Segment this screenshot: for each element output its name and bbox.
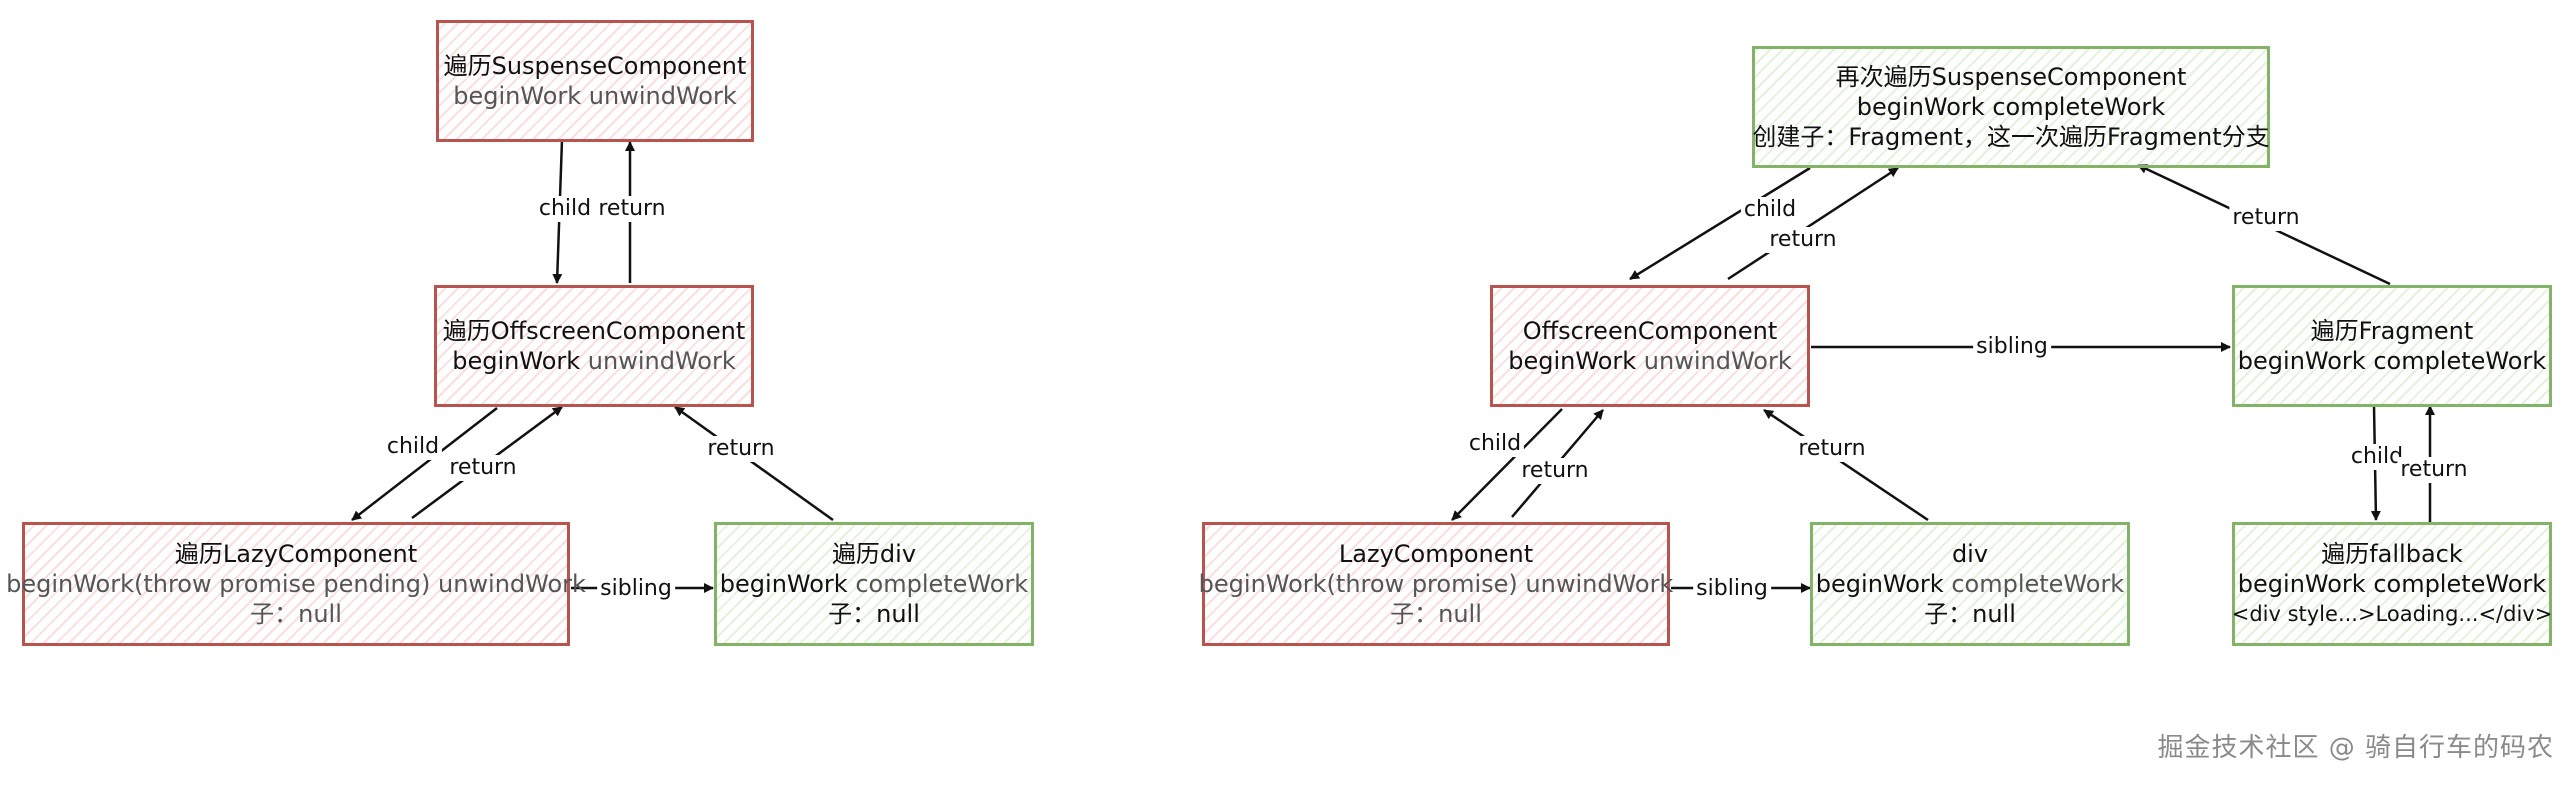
node-child: 子：null <box>250 600 342 628</box>
edge-label-sibling: sibling <box>1693 576 1771 602</box>
node-phases: beginWork unwindWork <box>452 346 735 376</box>
edge-label-return: return <box>1795 436 1869 462</box>
node-title: OffscreenComponent <box>1522 317 1778 345</box>
node-title: LazyComponent <box>1338 540 1534 568</box>
node-right-fragment: 遍历Fragment beginWork completeWork <box>2232 285 2552 407</box>
node-right-div: div beginWork completeWork 子：null <box>1810 522 2130 646</box>
phase-begin: beginWork <box>1508 347 1637 375</box>
node-title: div <box>1951 540 1989 568</box>
node-title: 遍历LazyComponent <box>174 540 418 568</box>
edge-label-child: child <box>383 434 443 460</box>
node-phases: beginWork completeWork <box>1856 93 2166 121</box>
node-child: 子：null <box>1390 600 1482 628</box>
edge-right-child-offscreen-lazy <box>1451 408 1563 521</box>
edge-right-child-suspense-offscreen <box>1629 166 1811 281</box>
edge-label-return: return <box>1518 458 1592 484</box>
edge-right-return-div-offscreen <box>1763 408 1929 522</box>
edge-label-child: child <box>535 196 595 222</box>
node-phases: beginWork completeWork <box>2237 570 2547 598</box>
node-title: 遍历fallback <box>2321 540 2463 568</box>
node-child: 创建子：Fragment，这一次遍历Fragment分支 <box>1752 123 2270 151</box>
node-title: 再次遍历SuspenseComponent <box>1835 63 2187 91</box>
edge-label-sibling: sibling <box>597 576 675 602</box>
node-left-div: 遍历div beginWork completeWork 子：null <box>714 522 1034 646</box>
edge-label-return: return <box>595 196 669 222</box>
edge-label-child: child <box>1465 431 1525 457</box>
phase-begin: beginWork <box>1815 570 1944 598</box>
phase-unwind: unwindWork <box>587 347 736 375</box>
node-right-offscreen: OffscreenComponent beginWork unwindWork <box>1490 285 1810 407</box>
node-right-suspense: 再次遍历SuspenseComponent beginWork complete… <box>1752 46 2270 168</box>
node-phases: beginWork(throw promise pending) unwindW… <box>6 570 586 598</box>
edge-left-return-div-offscreen <box>674 405 834 522</box>
node-left-suspense: 遍历SuspenseComponent beginWork unwindWork <box>436 20 754 142</box>
phase-complete: completeWork <box>1951 570 2125 598</box>
node-phases: beginWork completeWork <box>2237 347 2547 375</box>
edge-label-return: return <box>2229 205 2303 231</box>
phase-unwind: unwindWork <box>1643 347 1792 375</box>
phase-complete: completeWork <box>855 570 1029 598</box>
node-title: 遍历div <box>831 540 917 568</box>
node-right-lazy: LazyComponent beginWork(throw promise) u… <box>1199 522 1673 646</box>
edge-label-child: child <box>2347 444 2407 470</box>
edge-label-child: child <box>1740 197 1800 223</box>
node-phases: beginWork completeWork <box>720 569 1028 599</box>
node-left-offscreen: 遍历OffscreenComponent beginWork unwindWor… <box>434 285 754 407</box>
node-child: 子：null <box>828 600 920 628</box>
edge-label-sibling: sibling <box>1973 334 2051 360</box>
node-left-lazy: 遍历LazyComponent beginWork(throw promise … <box>6 522 586 646</box>
edge-right-return-offscreen-suspense <box>1727 166 1899 281</box>
node-title: 遍历Fragment <box>2310 317 2474 345</box>
node-phases: beginWork unwindWork <box>1508 346 1791 376</box>
node-title: 遍历SuspenseComponent <box>443 52 747 80</box>
watermark: 掘金技术社区 @ 骑自行车的码农 <box>2157 733 2554 763</box>
edge-label-return: return <box>1766 227 1840 253</box>
node-child: <div style...>Loading...</div> <box>2231 602 2553 626</box>
edge-label-return: return <box>446 455 520 481</box>
node-child: 子：null <box>1924 600 2016 628</box>
phase-begin: beginWork <box>719 570 848 598</box>
node-title: 遍历OffscreenComponent <box>442 317 746 345</box>
edge-label-return: return <box>2397 457 2471 483</box>
phase-begin: beginWork <box>452 347 581 375</box>
edge-label-return: return <box>704 436 778 462</box>
node-phases: beginWork unwindWork <box>453 82 737 110</box>
node-phases: beginWork(throw promise) unwindWork <box>1198 570 1674 598</box>
node-right-fallback: 遍历fallback beginWork completeWork <div s… <box>2232 522 2552 646</box>
edge-left-child-offscreen-lazy <box>351 407 498 521</box>
node-phases: beginWork completeWork <box>1816 569 2124 599</box>
